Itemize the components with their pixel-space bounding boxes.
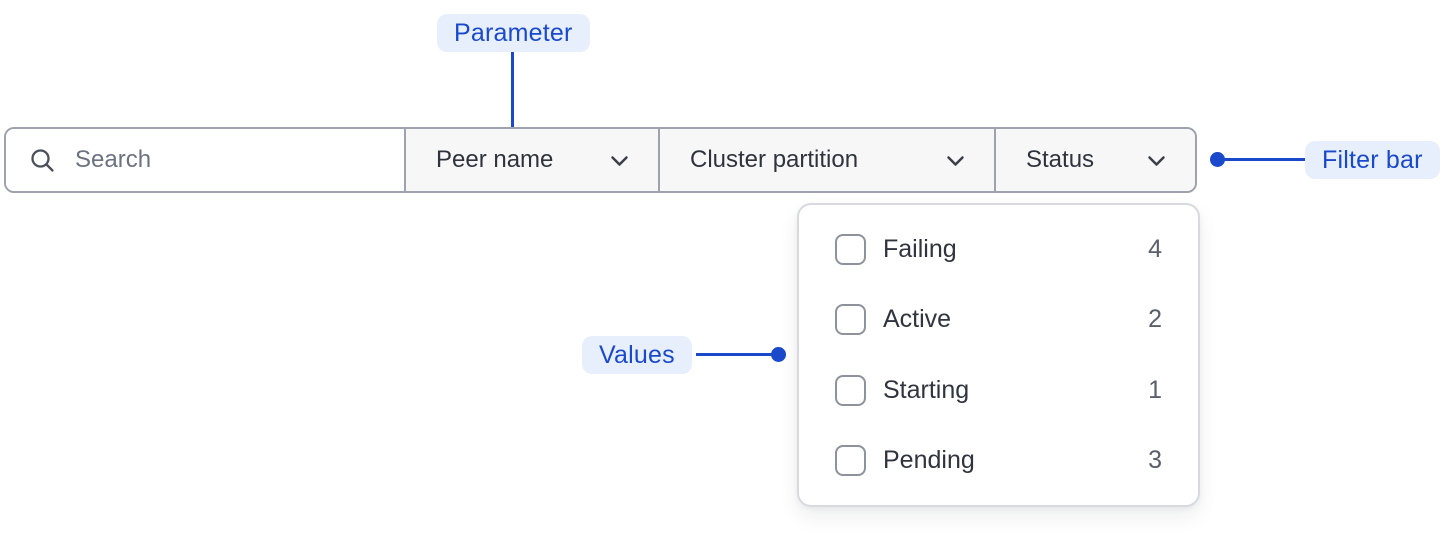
filter-bar-connector-line <box>1221 158 1305 161</box>
status-dropdown-panel: Failing 4 Active 2 Starting 1 Pending 3 <box>797 203 1200 507</box>
option-label: Active <box>883 305 952 334</box>
values-connector-line <box>696 353 776 356</box>
option-count: 1 <box>1148 375 1162 404</box>
checkbox[interactable] <box>835 233 866 265</box>
checkbox[interactable] <box>835 304 866 336</box>
chevron-down-icon <box>942 147 969 174</box>
checkbox[interactable] <box>835 374 866 406</box>
chevron-down-icon <box>606 147 633 174</box>
filter-dropdown-label: Status <box>1026 146 1095 173</box>
status-option-active[interactable]: Active 2 <box>835 285 1162 356</box>
option-count: 3 <box>1148 446 1162 475</box>
search-icon <box>29 147 56 174</box>
filter-dropdown-status[interactable]: Status <box>994 129 1195 191</box>
filter-dropdown-peer-name[interactable]: Peer name <box>404 129 658 191</box>
search-input[interactable] <box>75 146 375 174</box>
filter-bar-connector-dot <box>1210 152 1225 167</box>
option-count: 4 <box>1148 234 1162 263</box>
option-label: Failing <box>883 234 957 263</box>
option-label: Starting <box>883 375 970 404</box>
status-option-pending[interactable]: Pending 3 <box>835 426 1162 497</box>
parameter-connector-line <box>511 52 514 142</box>
option-count: 2 <box>1148 305 1162 334</box>
parameter-callout-label: Parameter <box>437 14 590 52</box>
filter-dropdown-label: Cluster partition <box>690 146 859 173</box>
values-connector-dot <box>771 347 786 362</box>
status-option-failing[interactable]: Failing 4 <box>835 214 1162 285</box>
search-section <box>6 129 404 191</box>
filter-dropdown-cluster-partition[interactable]: Cluster partition <box>658 129 994 191</box>
filter-dropdown-label: Peer name <box>436 146 554 173</box>
option-label: Pending <box>883 446 975 475</box>
filter-bar-callout-label: Filter bar <box>1305 141 1440 179</box>
values-callout-label: Values <box>582 336 692 374</box>
status-option-starting[interactable]: Starting 1 <box>835 355 1162 426</box>
chevron-down-icon <box>1143 147 1170 174</box>
checkbox[interactable] <box>835 445 866 477</box>
filter-bar: Peer name Cluster partition Status <box>4 127 1197 193</box>
